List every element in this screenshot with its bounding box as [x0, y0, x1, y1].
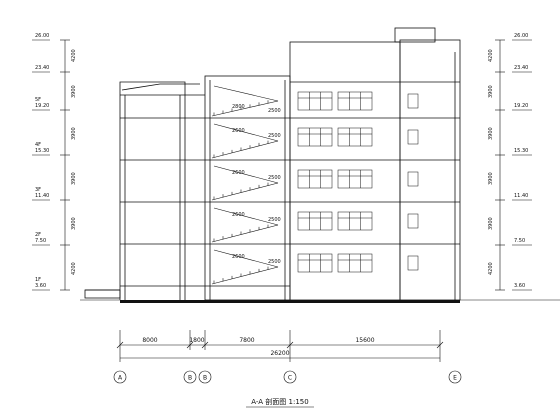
dim-total: 26200: [270, 350, 289, 357]
stair-flights: [211, 85, 279, 285]
left-height: 4200: [71, 262, 77, 275]
window: [297, 91, 333, 111]
left-floor-label: 3F: [35, 187, 41, 193]
axis-label: B: [188, 375, 192, 382]
drawing-title: A-A 剖面图 1:150: [251, 397, 308, 406]
axis-bubble: [113, 370, 127, 384]
right-level-elev: 23.40: [514, 65, 528, 71]
dim-segment: 8000: [142, 337, 157, 344]
left-elevation-scale: [32, 39, 70, 291]
stair-flight: [213, 123, 279, 142]
right-elevation-scale: [495, 39, 532, 291]
left-floor-label: 5F: [35, 97, 41, 103]
axis-bubble: [183, 370, 197, 384]
stair-flight: [213, 207, 279, 226]
right-level-elev: 26.00: [514, 33, 528, 39]
left-floor-label: 1F: [35, 277, 41, 283]
axis-bubble: [198, 370, 212, 384]
window-grid: [297, 91, 419, 273]
window: [297, 211, 333, 231]
dimension-lines: [116, 330, 444, 362]
left-level-elev: 26.00: [35, 33, 49, 39]
right-level-elev: 3.60: [514, 283, 525, 289]
axis-label: E: [453, 375, 457, 382]
dimension-labels: 8000 1800 7800 15600 26200: [142, 337, 374, 357]
drawing-title-block: A-A 剖面图 1:150: [246, 397, 314, 408]
stair-note: 2500: [268, 108, 281, 114]
axis-label: A: [118, 375, 123, 382]
window: [337, 169, 373, 189]
window: [407, 93, 419, 109]
axis-bubbles: A B B C E: [113, 370, 462, 384]
window: [337, 253, 373, 273]
right-height: 3900: [488, 127, 494, 140]
right-block: [289, 27, 461, 301]
left-height: 3900: [71, 217, 77, 230]
stair-note: 2500: [268, 133, 281, 139]
window: [407, 129, 419, 145]
left-height: 3900: [71, 85, 77, 98]
left-level-elev: 11.40: [35, 193, 49, 199]
stair-dim-notes: 2800 2500 2600 2500 2600 2500 2600 2500 …: [232, 104, 281, 265]
stair-note: 2600: [232, 212, 245, 218]
stair-flight: [213, 249, 279, 268]
left-floor-label: 2F: [35, 232, 41, 238]
right-height: 3900: [488, 172, 494, 185]
right-height: 4200: [488, 262, 494, 275]
window: [297, 253, 333, 273]
left-level-elev: 3.60: [35, 283, 46, 289]
axis-bubble: [448, 370, 462, 384]
dim-segment: 7800: [239, 337, 254, 344]
right-height: 3900: [488, 217, 494, 230]
stair-flight: [213, 85, 279, 102]
left-height: 3900: [71, 172, 77, 185]
left-level-elev: 7.50: [35, 238, 46, 244]
right-level-elev: 11.40: [514, 193, 528, 199]
stair-flight: [213, 165, 279, 184]
right-level-elev: 7.50: [514, 238, 525, 244]
ground: [80, 299, 560, 303]
window: [407, 213, 419, 229]
window: [407, 171, 419, 187]
axis-bubble: [283, 370, 297, 384]
window: [337, 211, 373, 231]
right-level-labels: 26.00 23.40 19.20 15.30 11.40 7.50 3.60 …: [488, 33, 528, 289]
dim-segment: 1800: [189, 337, 204, 344]
stair-note: 2500: [268, 175, 281, 181]
left-wing: [84, 81, 205, 300]
stair-note: 2600: [232, 254, 245, 260]
window: [407, 255, 419, 271]
left-level-elev: 15.30: [35, 148, 49, 154]
window: [297, 127, 333, 147]
stair-note: 2500: [268, 259, 281, 265]
window: [337, 91, 373, 111]
left-level-labels: 26.00 23.40 5F 19.20 4F 15.30 3F 11.40 2…: [35, 33, 77, 289]
stair-note: 2500: [268, 217, 281, 223]
left-floor-label: 4F: [35, 142, 41, 148]
left-height: 3900: [71, 127, 77, 140]
window: [337, 127, 373, 147]
stair-note: 2600: [232, 128, 245, 134]
right-height: 3900: [488, 85, 494, 98]
dim-segment: 15600: [355, 337, 374, 344]
right-level-elev: 19.20: [514, 103, 528, 109]
axis-label: C: [288, 375, 292, 382]
left-height: 4200: [71, 49, 77, 62]
window: [297, 169, 333, 189]
stair-note: 2600: [232, 170, 245, 176]
left-level-elev: 19.20: [35, 103, 49, 109]
right-height: 4200: [488, 49, 494, 62]
axis-label: B: [203, 375, 207, 382]
left-level-elev: 23.40: [35, 65, 49, 71]
stair-note: 2800: [232, 104, 245, 110]
right-level-elev: 15.30: [514, 148, 528, 154]
